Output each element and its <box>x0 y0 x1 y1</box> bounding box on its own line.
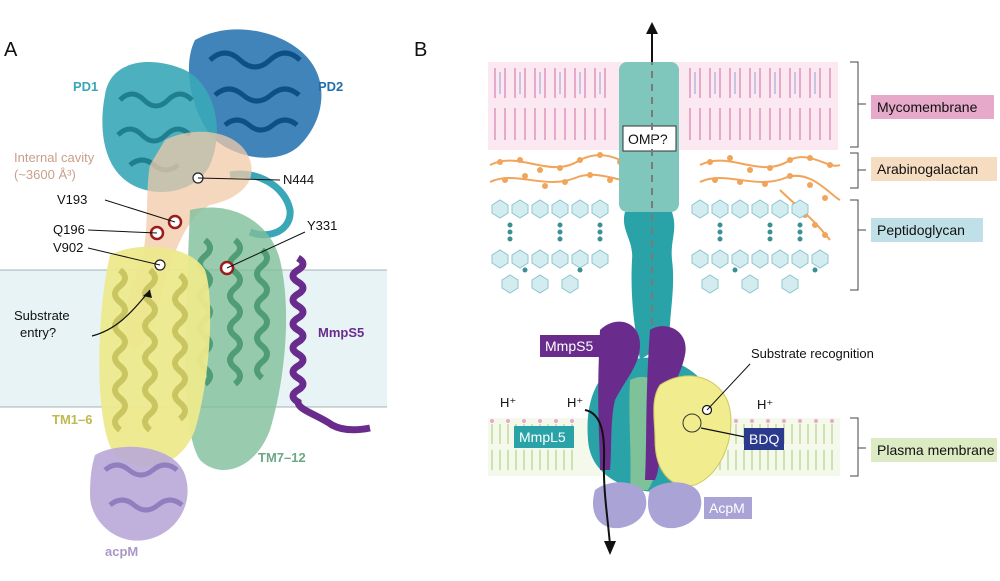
panel-a: A <box>0 29 387 559</box>
arabinogalactan-label: Arabinogalactan <box>877 161 978 177</box>
proton-flow-arrow <box>584 409 611 546</box>
pd2-domain <box>188 29 322 158</box>
mmpl5-label: MmpL5 <box>519 429 566 445</box>
residue-v193-label: V193 <box>57 192 87 207</box>
proton-label-right: H⁺ <box>757 397 773 412</box>
residue-y331-label: Y331 <box>307 218 337 233</box>
residue-q196-label: Q196 <box>53 222 85 237</box>
peptidoglycan-label: Peptidoglycan <box>877 222 965 238</box>
bdq-label-box <box>744 428 784 450</box>
omp-label-box <box>622 125 677 152</box>
export-arrow-head <box>646 22 658 34</box>
mmpl5-label-box <box>514 426 574 448</box>
acpm-domain <box>90 446 188 541</box>
panel-b-letter: B <box>414 39 427 61</box>
peptidoglycan-label-box <box>871 218 983 242</box>
mmps5-helix <box>289 254 371 434</box>
mycomembrane-label: Mycomembrane <box>877 99 978 115</box>
substrate-entry-label-line2: entry? <box>20 325 56 340</box>
substrate-entry-label-line1: Substrate <box>14 308 70 323</box>
acpm-label-a: acpM <box>105 544 138 559</box>
mmps5-label-box <box>540 335 602 357</box>
pd2-label: PD2 <box>318 79 343 94</box>
acpm-label-box <box>704 497 752 519</box>
acpm-label-b: AcpM <box>709 500 745 516</box>
tm1-6-label: TM1–6 <box>52 412 92 427</box>
arabinogalactan-label-box <box>871 157 997 181</box>
mycomembrane-label-box <box>871 95 994 119</box>
panel-a-letter: A <box>4 39 18 61</box>
peptidoglycan-layer <box>491 199 829 294</box>
substrate-recognition-label: Substrate recognition <box>751 346 874 361</box>
tm1-6-domain <box>99 246 211 467</box>
pd1-label: PD1 <box>73 79 98 94</box>
residue-n444-label: N444 <box>283 172 314 187</box>
cavity-label-line1: Internal cavity <box>14 150 95 165</box>
bdq-label: BDQ <box>749 431 779 447</box>
bdq-binding-site <box>682 413 702 433</box>
residue-v902-label: V902 <box>53 240 83 255</box>
plasma-membrane-label: Plasma membrane <box>877 442 995 458</box>
plasma-membrane-label-box <box>871 438 997 462</box>
omp-label: OMP? <box>628 131 668 147</box>
tm7-12-label: TM7–12 <box>258 450 306 465</box>
proton-label-left: H⁺ <box>500 395 516 410</box>
mmps5-label-a: MmpS5 <box>318 325 364 340</box>
layer-brackets <box>850 61 866 477</box>
mmps5-label-b: MmpS5 <box>545 338 593 354</box>
proton-label-center: H⁺ <box>567 395 583 410</box>
cavity-label-line2: (~3600 Å³) <box>14 167 76 182</box>
panel-b: B <box>414 22 997 555</box>
